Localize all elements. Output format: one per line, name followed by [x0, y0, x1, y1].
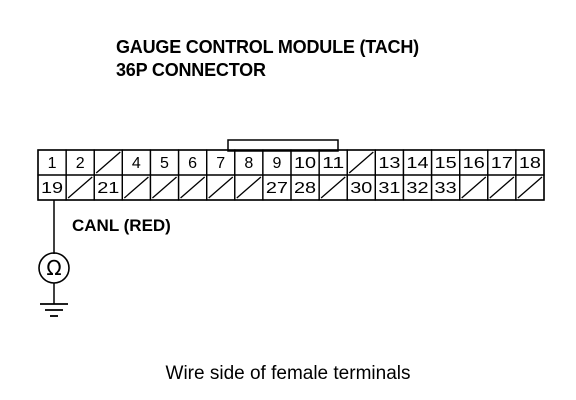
terminal-5: 5	[149, 149, 180, 176]
terminal-number: 15	[435, 155, 457, 172]
terminal-empty	[177, 174, 208, 201]
terminal-number: 28	[294, 180, 316, 197]
terminal-empty	[318, 174, 348, 201]
terminal-number: 18	[519, 155, 541, 172]
terminal-32: 32	[402, 174, 433, 201]
title-line-2: 36P CONNECTOR	[116, 60, 266, 80]
diagram-caption: Wire side of female terminals	[165, 363, 411, 384]
terminal-21: 21	[93, 174, 123, 201]
unused-terminal-slash	[517, 176, 543, 199]
terminal-number: 31	[378, 180, 400, 197]
terminal-19: 19	[37, 174, 67, 201]
unused-terminal-slash	[236, 176, 262, 199]
wire-color-label: CANL (RED)	[72, 216, 171, 235]
terminal-number: 4	[132, 155, 141, 172]
terminal-empty	[206, 174, 236, 201]
terminal-empty	[149, 174, 180, 201]
terminal-empty	[93, 149, 123, 176]
terminal-empty	[487, 174, 517, 201]
terminal-4: 4	[121, 149, 152, 176]
terminal-number: 13	[378, 155, 400, 172]
terminal-15: 15	[430, 149, 461, 176]
terminal-number: 21	[97, 180, 119, 197]
terminal-number: 8	[244, 155, 253, 172]
terminal-number: 5	[160, 155, 169, 172]
terminal-number: 14	[406, 155, 428, 172]
unused-terminal-slash	[208, 176, 234, 199]
terminal-1: 1	[37, 149, 67, 176]
unused-terminal-slash	[180, 176, 206, 199]
terminal-number: 7	[216, 155, 225, 172]
terminal-17: 17	[487, 149, 517, 176]
terminal-number: 16	[463, 155, 485, 172]
terminal-30: 30	[346, 174, 376, 201]
unused-terminal-slash	[95, 151, 121, 174]
terminal-number: 2	[76, 155, 85, 172]
terminal-empty	[346, 149, 376, 176]
terminal-number: 30	[350, 180, 372, 197]
terminal-number: 1	[48, 155, 57, 172]
terminal-number: 6	[188, 155, 197, 172]
terminal-14: 14	[402, 149, 433, 176]
terminal-8: 8	[234, 149, 264, 176]
terminal-31: 31	[374, 174, 405, 201]
terminal-number: 9	[272, 155, 281, 172]
terminal-18: 18	[515, 149, 545, 176]
terminal-2: 2	[65, 149, 95, 176]
terminal-empty	[459, 174, 489, 201]
terminal-number: 32	[406, 180, 428, 197]
unused-terminal-slash	[489, 176, 515, 199]
terminal-6: 6	[177, 149, 208, 176]
terminal-empty	[65, 174, 95, 201]
terminal-number: 10	[294, 155, 316, 172]
ohm-symbol: Ω	[46, 256, 61, 280]
terminal-number: 33	[435, 180, 457, 197]
terminal-empty	[121, 174, 152, 201]
terminal-27: 27	[262, 174, 292, 201]
terminal-16: 16	[459, 149, 489, 176]
terminal-empty	[234, 174, 264, 201]
terminal-13: 13	[374, 149, 405, 176]
unused-terminal-slash	[152, 176, 177, 199]
terminal-empty	[515, 174, 545, 201]
unused-terminal-slash	[461, 176, 487, 199]
terminal-11: 11	[318, 149, 348, 176]
terminal-33: 33	[430, 174, 461, 201]
unused-terminal-slash	[320, 176, 346, 199]
terminal-cells: 1 2 4 5 6 7 8 9 10 11 13 14 15 16 17 18 19 21 27 28 30 31 32 33	[37, 149, 545, 201]
title-line-1: GAUGE CONTROL MODULE (TACH)	[116, 37, 419, 57]
terminal-number: 11	[322, 155, 344, 172]
terminal-7: 7	[206, 149, 236, 176]
unused-terminal-slash	[348, 151, 374, 174]
ground-icon	[40, 303, 68, 317]
terminal-number: 17	[491, 155, 513, 172]
unused-terminal-slash	[123, 176, 149, 199]
terminal-number: 27	[266, 180, 288, 197]
unused-terminal-slash	[67, 176, 93, 199]
terminal-number: 19	[41, 180, 63, 197]
terminal-9: 9	[262, 149, 292, 176]
terminal-10: 10	[290, 149, 320, 176]
terminal-28: 28	[290, 174, 320, 201]
connector-lock-tab	[227, 139, 339, 152]
